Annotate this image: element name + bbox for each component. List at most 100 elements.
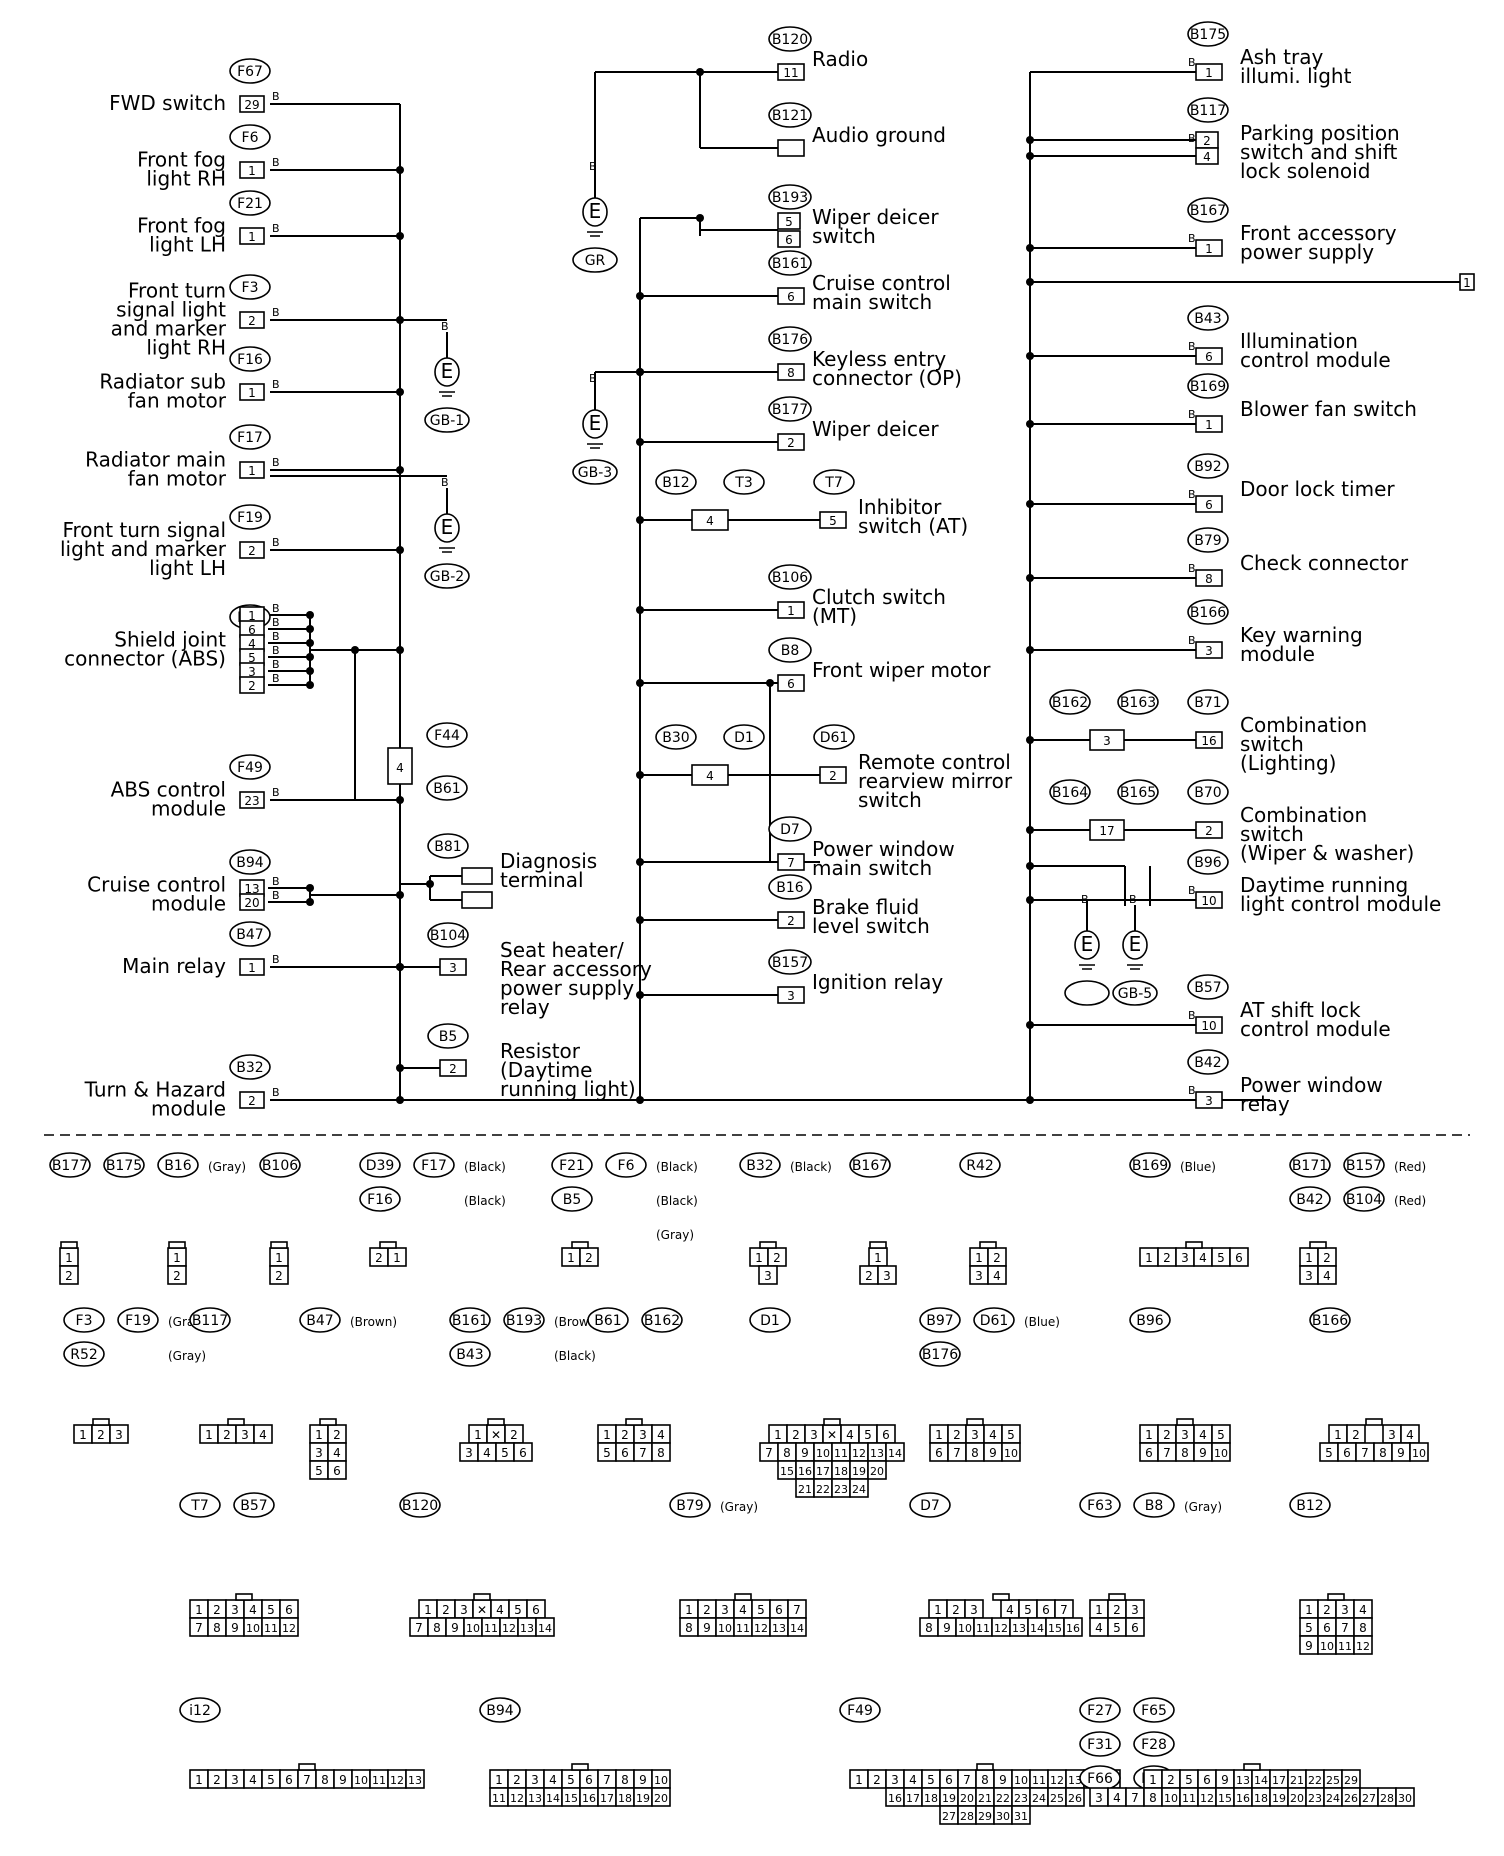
connector-code: F49: [237, 760, 263, 776]
pin-cell: [109, 1424, 129, 1444]
pin-cell: [579, 1247, 599, 1267]
connector-tag: [1079, 1697, 1121, 1723]
connector-code: B163: [1120, 695, 1156, 711]
connector-tag: [229, 504, 271, 530]
pin-number: 6: [1145, 1446, 1153, 1460]
connector-tag: [768, 396, 812, 422]
pin-number: 17: [816, 1465, 830, 1478]
pin-number: 9: [801, 1446, 809, 1460]
junction-dot: [1026, 278, 1034, 286]
wire-color-label: B: [272, 672, 280, 685]
pin-number: 2: [248, 544, 256, 558]
pin-cell: [279, 1617, 299, 1637]
junction-dot: [636, 516, 644, 524]
pin-number: 3: [460, 1603, 468, 1617]
pin-number: 13: [772, 1622, 786, 1635]
pin-number: 25: [1326, 1774, 1340, 1787]
connector-code: F19: [237, 510, 263, 526]
pin-number: 6: [1205, 350, 1213, 364]
pin-number: 6: [1323, 1621, 1331, 1635]
connector-tag: [1117, 779, 1159, 805]
connector-tag: [572, 247, 618, 273]
connector-code: B61: [433, 781, 460, 797]
pin-number: 2: [275, 1269, 283, 1283]
junction-dot: [1026, 1021, 1034, 1029]
component-label: lock solenoid: [1240, 159, 1370, 183]
connector-tag: [449, 1341, 491, 1367]
pin-number: 18: [924, 1792, 938, 1805]
pin-number: 4: [989, 1428, 997, 1442]
connector-tag: [179, 1492, 221, 1518]
connector-code: B176: [772, 332, 808, 348]
pin-number: 5: [927, 1773, 935, 1787]
junction-dot: [351, 646, 359, 654]
pin-number: 1: [424, 1603, 432, 1617]
connector-code: B5: [563, 1192, 582, 1208]
junction-dot: [636, 916, 644, 924]
pin-number: 10: [1201, 894, 1216, 908]
pin-number: 18: [618, 1792, 632, 1805]
pin-number: 4: [993, 1269, 1001, 1283]
pin-number: 3: [883, 1269, 891, 1283]
connector-tag: [839, 1697, 881, 1723]
component-label: control module: [1240, 1017, 1391, 1041]
pin-number: 8: [925, 1621, 933, 1635]
pin-number: 15: [1048, 1622, 1062, 1635]
pin-number: 6: [621, 1446, 629, 1460]
component-label: Power window: [812, 837, 955, 861]
connector-code: F28: [1141, 1737, 1167, 1753]
pin-number: 2: [1352, 1428, 1360, 1442]
pin-number: 15: [564, 1792, 578, 1805]
component-label: and marker: [111, 317, 227, 341]
connector-key: [235, 1593, 253, 1601]
pin-number: 8: [1359, 1621, 1367, 1635]
component-label: switch: [812, 224, 876, 248]
pin-number: 13: [1236, 1774, 1250, 1787]
pin-number: 1: [248, 164, 256, 178]
pin-number: 6: [1131, 1621, 1139, 1635]
pin-number: 6: [1205, 498, 1213, 512]
pin-number: 2: [248, 314, 256, 328]
junction-dot: [396, 1064, 404, 1072]
connector-code: B71: [1194, 695, 1221, 711]
pin-number: 1: [1205, 242, 1213, 256]
connector-code: GR: [585, 253, 606, 269]
pin-number: 17: [1272, 1774, 1286, 1787]
pin-box: [1195, 63, 1223, 81]
pin-number: 7: [195, 1621, 203, 1635]
connector-tag: [739, 1152, 781, 1178]
pin-number: 1: [934, 1603, 942, 1617]
terminal-box: [461, 867, 493, 885]
pin-number: 14: [888, 1447, 902, 1460]
pin-number: 1: [248, 464, 256, 478]
pin-number: 10: [1320, 1640, 1334, 1653]
component-label: Combination: [1240, 803, 1367, 827]
connector-tag: [641, 1307, 683, 1333]
wire-color-note: (Brown): [350, 1315, 397, 1329]
connector-tag: [1343, 1152, 1385, 1178]
component-label: Front turn signal: [62, 518, 226, 542]
connector-key: [168, 1241, 186, 1249]
wire-color-note: (Black): [464, 1194, 506, 1208]
pin-box: [777, 433, 805, 451]
connector-tag: [359, 1186, 401, 1212]
connector-code: B167: [852, 1158, 888, 1174]
pin-number: 3: [449, 961, 457, 975]
connector-tag: [1289, 1152, 1331, 1178]
connector-key: [487, 1418, 505, 1426]
connector-tag: [1079, 1492, 1121, 1518]
connector-key: [571, 1241, 589, 1249]
component-label: Door lock timer: [1240, 477, 1395, 501]
connector-code: B193: [506, 1313, 542, 1329]
pin-number: 4: [333, 1446, 341, 1460]
component-label: Clutch switch: [812, 585, 946, 609]
connector-tag: [813, 469, 855, 495]
pin-number: 10: [654, 1774, 668, 1787]
pin-cell: [513, 1442, 533, 1462]
connector-code: F44: [434, 728, 460, 744]
connector-tag: [1133, 1492, 1175, 1518]
pin-number: 8: [1379, 1446, 1387, 1460]
pin-number: 6: [1042, 1603, 1050, 1617]
wire-color-note: (Gray): [168, 1349, 206, 1363]
